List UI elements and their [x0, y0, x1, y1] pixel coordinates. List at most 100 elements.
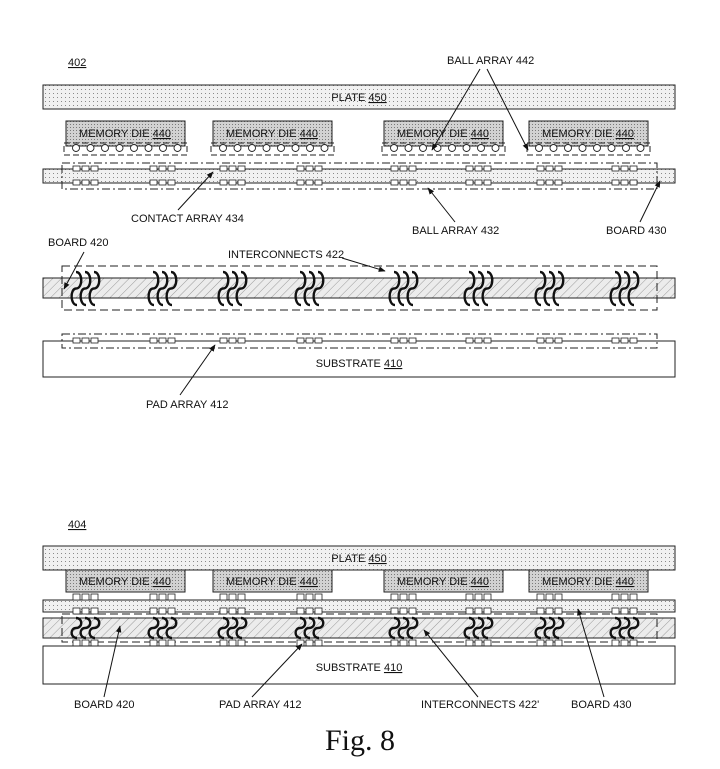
ball-pad: [72, 179, 81, 186]
substrate-pad: [483, 639, 492, 647]
ball-pad: [305, 179, 314, 186]
board-420: [42, 277, 676, 299]
memory-die-label: MEMORY DIE 440: [226, 128, 318, 140]
substrate-pad: [90, 639, 99, 647]
solder-ball: [262, 144, 271, 152]
interconnects-422-prime: [70, 593, 640, 647]
ball-pad: [465, 179, 474, 186]
spring-interconnect: [609, 616, 622, 640]
solder-ball: [277, 144, 285, 152]
substrate-pad: [408, 337, 417, 344]
ball-pad: [167, 593, 176, 601]
solder-ball: [72, 144, 80, 152]
ball-array-outline: [381, 142, 506, 156]
solder-ball: [622, 144, 630, 152]
contact-pad: [90, 165, 99, 172]
interconnect-outline: [61, 613, 658, 643]
spring-interconnect: [70, 270, 83, 307]
substrate-pad: [611, 337, 620, 344]
spring-interconnect: [472, 616, 485, 640]
leader-line: [103, 625, 122, 698]
interconnects-422: [70, 270, 640, 307]
label-pad-array-412: PAD ARRAY 412: [219, 699, 302, 711]
substrate-pad: [620, 639, 629, 647]
contact-pad: [228, 165, 237, 172]
contact-pad: [149, 607, 158, 615]
spring-interconnect: [397, 616, 410, 640]
solder-ball: [535, 144, 543, 152]
memory-dies-bottom: MEMORY DIE 440 MEMORY DIE 440 MEMORY DIE…: [65, 569, 649, 593]
contact-pad: [314, 607, 323, 615]
plate-450: [42, 84, 676, 110]
substrate-pad: [483, 337, 492, 344]
ball-pad: [81, 179, 90, 186]
label-ball-array-432: BALL ARRAY 432: [412, 225, 499, 237]
solder-ball: [607, 144, 616, 152]
solder-ball: [159, 144, 167, 152]
ball-pad: [536, 179, 545, 186]
contact-pad: [314, 165, 323, 172]
contact-pad: [465, 607, 474, 615]
substrate-pad: [149, 337, 158, 344]
memory-die: [383, 569, 504, 593]
spring-interconnect: [534, 270, 547, 307]
contact-pad: [545, 607, 554, 615]
contact-pad: [72, 165, 81, 172]
spring-interconnect: [226, 616, 239, 640]
contact-pad: [219, 607, 228, 615]
contact-array-outline: [61, 162, 658, 190]
substrate-pad: [219, 337, 228, 344]
leader-line: [177, 171, 214, 211]
substrate-pad: [399, 639, 408, 647]
plate-label: PLATE 450: [331, 553, 386, 565]
contact-pad: [167, 607, 176, 615]
substrate-pad: [465, 639, 474, 647]
contact-pad: [554, 165, 563, 172]
contact-pad: [305, 165, 314, 172]
view-ref-402: 402: [68, 57, 86, 69]
ball-pad: [399, 179, 408, 186]
spring-interconnect: [406, 270, 419, 307]
substrate-pad: [72, 639, 81, 647]
plate-450: [42, 545, 676, 571]
ball-pad: [305, 593, 314, 601]
ball-pad: [611, 593, 620, 601]
spring-interconnect: [472, 270, 485, 307]
spring-interconnect: [217, 616, 230, 640]
solder-ball: [144, 144, 153, 152]
ball-pad: [620, 179, 629, 186]
leader-line: [639, 180, 661, 223]
spring-interconnect: [627, 270, 640, 307]
solder-ball: [578, 144, 587, 152]
contact-pad: [474, 165, 483, 172]
substrate-label: SUBSTRATE 410: [316, 358, 403, 370]
substrate-pad: [149, 639, 158, 647]
ball-pad: [390, 593, 399, 601]
spring-interconnect: [312, 616, 325, 640]
contact-pad: [228, 607, 237, 615]
memory-die: [383, 120, 504, 147]
solder-ball: [306, 144, 314, 152]
solder-ball: [564, 144, 572, 152]
substrate-pad: [408, 639, 417, 647]
substrate-pad: [296, 337, 305, 344]
substrate-pad: [399, 337, 408, 344]
contact-pad: [81, 607, 90, 615]
ball-array-outline: [63, 142, 188, 156]
spring-interconnect: [312, 270, 325, 307]
substrate-pad: [219, 639, 228, 647]
ball-pad: [483, 593, 492, 601]
ball-pad: [399, 593, 408, 601]
ball-pad: [81, 593, 90, 601]
memory-die-label: MEMORY DIE 440: [542, 576, 634, 588]
solder-ball: [636, 144, 645, 152]
spring-interconnect: [156, 270, 169, 307]
contact-pad: [390, 607, 399, 615]
spring-interconnect: [217, 270, 230, 307]
ball-pad: [474, 593, 483, 601]
figure-caption: Fig. 8: [325, 724, 395, 757]
contact-pad: [219, 165, 228, 172]
substrate-pad: [237, 639, 246, 647]
contact-pad: [483, 165, 492, 172]
spring-interconnect: [481, 616, 494, 640]
